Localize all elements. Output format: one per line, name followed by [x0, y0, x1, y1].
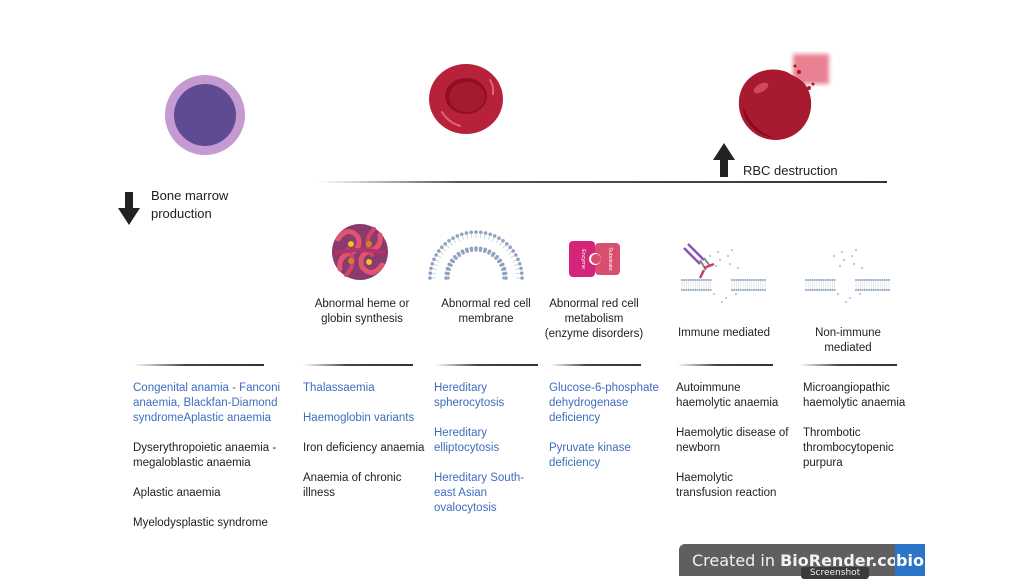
hemoglobin-icon	[328, 219, 392, 285]
bone-marrow-label-line1: Bone marrow	[151, 187, 228, 205]
category-label-line: membrane	[427, 312, 545, 327]
rbc-destruction-label: RBC destruction	[743, 162, 838, 180]
disease-item: Microangiopathic haemolytic anaemia	[803, 381, 918, 411]
category-membrane-label: Abnormal red cell membrane	[427, 297, 545, 327]
red-blood-cell-icon	[426, 62, 506, 137]
disease-item[interactable]: Glucose-6-phosphate dehydrogenase defici…	[549, 381, 664, 426]
column-divider	[435, 364, 538, 366]
enzyme-substrate-icon: Enzyme Substrate	[568, 240, 622, 278]
category-label-line: Abnormal heme or	[303, 297, 421, 312]
biorender-logo[interactable]: bio	[895, 544, 925, 576]
disease-item: Thrombotic thrombocytopenic purpura	[803, 426, 918, 471]
disease-item[interactable]: Thalassaemia	[303, 381, 431, 396]
bone-marrow-label-line2: production	[151, 205, 228, 223]
lysing-rbc-icon	[735, 50, 835, 142]
column-metabolism: Glucose-6-phosphate dehydrogenase defici…	[549, 381, 664, 486]
category-immune-label: Immune mediated	[665, 326, 783, 341]
disease-item[interactable]: Hereditary South-east Asian ovalocytosis	[434, 471, 529, 516]
disease-item[interactable]: Hereditary spherocytosis	[434, 381, 529, 411]
category-heme-label: Abnormal heme or globin synthesis	[303, 297, 421, 327]
category-label-line: mediated	[789, 341, 907, 356]
category-non-immune-label: Non-immune mediated	[789, 326, 907, 356]
category-metabolism-label: Abnormal red cell metabolism (enzyme dis…	[535, 297, 653, 342]
precursor-cell-icon	[163, 73, 247, 157]
disease-item: Dyserythropoietic anaemia - megaloblasti…	[133, 441, 283, 471]
disease-item: Aplastic anaemia	[133, 486, 283, 501]
column-bone-marrow: Congenital anamia - Fanconi anaemia, Bla…	[133, 381, 283, 546]
arrow-down-icon	[118, 192, 140, 226]
disease-item: Iron deficiency anaemia	[303, 441, 431, 456]
disease-item: Haemolytic disease of newborn	[676, 426, 791, 456]
rbc-destruction-divider	[318, 181, 887, 183]
category-label-line: (enzyme disorders)	[535, 327, 653, 342]
column-divider	[677, 364, 773, 366]
disease-item: Haemolytic transfusion reaction	[676, 471, 791, 501]
disease-item: Anaemia of chronic illness	[303, 471, 431, 501]
substrate-label: Substrate	[607, 247, 613, 271]
disease-item[interactable]: Haemoglobin variants	[303, 411, 431, 426]
arrow-up-icon	[713, 143, 735, 177]
category-label-line: Immune mediated	[665, 326, 783, 341]
category-label-line: Abnormal red cell	[535, 297, 653, 312]
screenshot-tooltip: Screenshot	[801, 567, 869, 579]
column-divider	[133, 364, 264, 366]
column-divider	[303, 364, 413, 366]
disease-item: Myelodysplastic syndrome	[133, 516, 283, 531]
disease-item[interactable]: Hereditary elliptocytosis	[434, 426, 529, 456]
disease-item[interactable]: Pyruvate kinase deficiency	[549, 441, 664, 471]
disease-item[interactable]: Congenital anamia - Fanconi anaemia, Bla…	[133, 381, 283, 426]
antibody-icon	[684, 244, 714, 278]
disease-item: Autoimmune haemolytic anaemia	[676, 381, 791, 411]
ruptured-membrane-icon	[804, 240, 894, 305]
category-label-line: globin synthesis	[303, 312, 421, 327]
lipid-bilayer-icon	[426, 226, 526, 280]
category-label-line: metabolism	[535, 312, 653, 327]
watermark-prefix: Created in	[692, 551, 780, 570]
bone-marrow-production-label: Bone marrow production	[151, 187, 228, 223]
category-label-line: Non-immune	[789, 326, 907, 341]
column-divider	[800, 364, 897, 366]
column-divider	[550, 364, 641, 366]
antibody-membrane-icon	[680, 240, 770, 305]
enzyme-label: Enzyme	[580, 249, 586, 269]
category-label-line: Abnormal red cell	[427, 297, 545, 312]
